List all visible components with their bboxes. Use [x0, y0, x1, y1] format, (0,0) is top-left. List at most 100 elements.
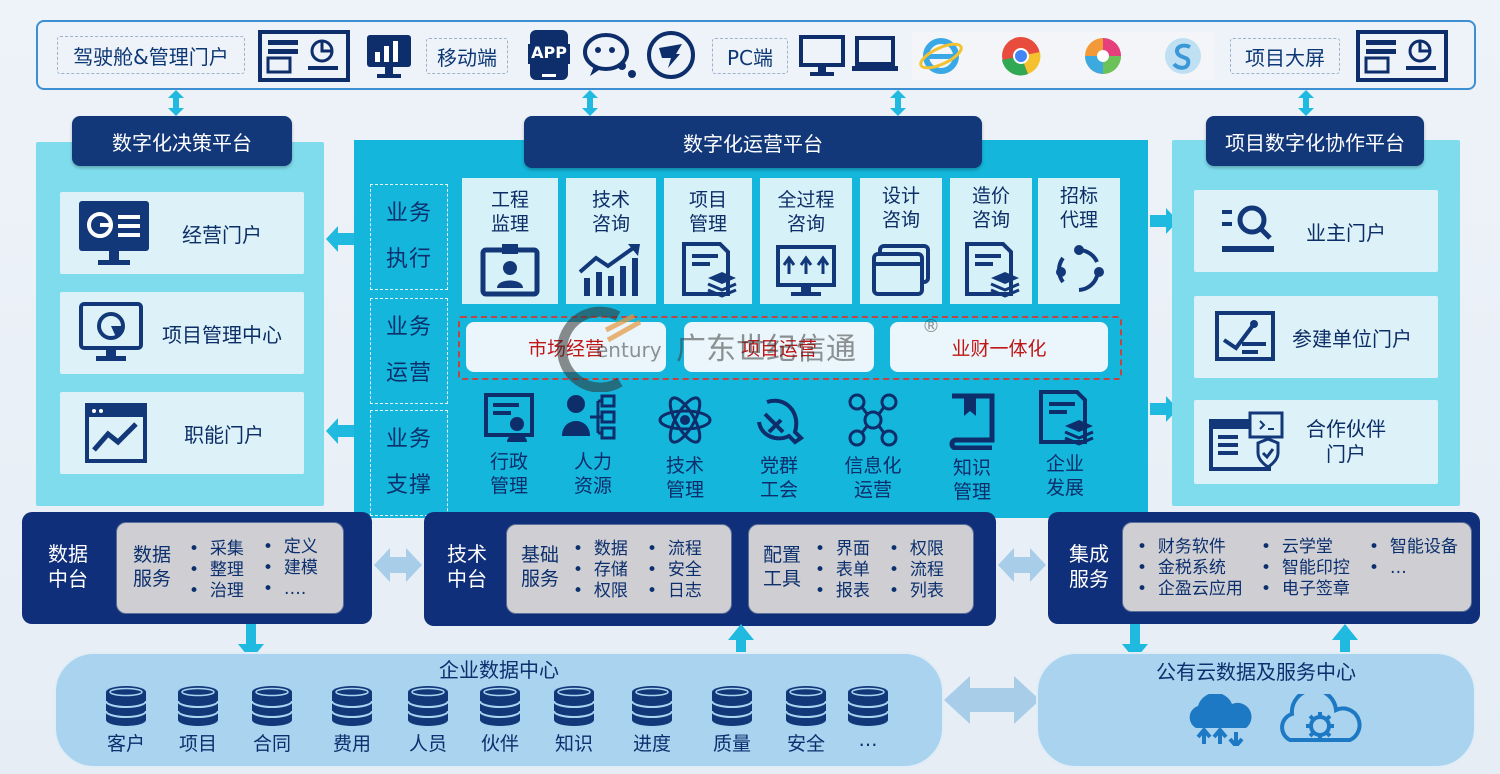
support-text: 党群 — [759, 455, 798, 477]
database-item[interactable]: 知识 — [548, 684, 600, 756]
support-text: 行政 — [489, 451, 528, 473]
operations-platform-title: 数字化运营平台 — [524, 116, 982, 168]
support-party[interactable]: 党群 工会 — [740, 392, 818, 502]
portal-partner[interactable]: 合作伙伴 门户 — [1194, 400, 1438, 484]
database-item[interactable]: 进度 — [626, 684, 678, 756]
card-text: 咨询 — [786, 213, 825, 235]
sogou-browser-icon — [1160, 34, 1206, 78]
portal-function[interactable]: 职能门户 — [60, 392, 304, 474]
card-text: 代理 — [1059, 209, 1098, 231]
database-icon — [407, 686, 449, 726]
database-label: … — [858, 729, 878, 751]
database-item[interactable]: 质量 — [706, 684, 758, 756]
bullet-list: • 定义 • 建模 • …. — [263, 537, 318, 599]
label-text: 数据 — [133, 544, 172, 566]
atom-icon — [658, 396, 712, 444]
support-text: 管理 — [952, 481, 991, 503]
portal-label: 职能门户 — [184, 422, 264, 447]
support-admin[interactable]: 行政 管理 — [468, 392, 550, 498]
ops-market[interactable]: 市场经营 — [466, 322, 666, 372]
list-item: 权限 — [909, 539, 944, 559]
card-project-management[interactable]: 项目 管理 — [664, 178, 752, 304]
portal-label: 合作伙伴 — [1306, 417, 1386, 441]
operations-row — [458, 316, 1122, 380]
document-stack-icon — [1039, 390, 1094, 446]
id-badge-icon — [480, 244, 540, 297]
portal-business[interactable]: 经营门户 — [60, 192, 304, 274]
support-tech[interactable]: 技术 管理 — [646, 392, 724, 502]
side-text: 业务 — [385, 201, 432, 226]
ops-finance[interactable]: 业财一体化 — [890, 322, 1108, 372]
portal-label: 经营门户 — [182, 222, 262, 247]
bullet-list: • 云学堂 • 智能印控 • 电子签章 — [1261, 537, 1350, 599]
card-text: 项目 — [688, 189, 727, 211]
window-stack-icon — [872, 244, 930, 296]
portal-label: 项目管理中心 — [162, 322, 282, 347]
database-item[interactable]: … — [842, 684, 894, 751]
cloud-gear-icon — [1280, 694, 1362, 742]
portal-label-group: 合作伙伴 门户 — [1306, 417, 1386, 467]
side-text: 执行 — [385, 247, 432, 272]
support-it[interactable]: 信息化 运营 — [834, 392, 912, 502]
mobile-label: 移动端 — [426, 38, 508, 74]
database-item[interactable]: 安全 — [780, 684, 832, 756]
card-tech-consulting[interactable]: 技术 咨询 — [566, 178, 656, 304]
card-full-process-consulting[interactable]: 全过程 咨询 — [760, 178, 852, 304]
title-text: 数据 — [48, 542, 88, 566]
database-item[interactable]: 客户 — [100, 684, 152, 756]
support-knowledge[interactable]: 知识 管理 — [932, 392, 1012, 504]
card-engineering-supervision[interactable]: 工程 监理 — [462, 178, 558, 304]
card-text: 咨询 — [591, 213, 630, 235]
database-item[interactable]: 费用 — [326, 684, 378, 756]
big-screen-dashboard-icon — [1356, 30, 1448, 82]
public-cloud-center — [1036, 652, 1476, 768]
label-text: 服务 — [521, 568, 560, 590]
database-item[interactable]: 项目 — [172, 684, 224, 756]
card-bidding-agency[interactable]: 招标 代理 — [1038, 178, 1120, 304]
database-label: 进度 — [632, 733, 671, 755]
bullet-list: • 财务软件 • 金税系统 • 企盈云应用 — [1137, 537, 1243, 599]
support-text: 信息化 — [844, 455, 902, 477]
card-text: 全过程 — [777, 189, 835, 211]
portal-project-center[interactable]: 项目管理中心 — [60, 292, 304, 374]
list-item: 流程 — [909, 560, 944, 580]
card-text: 招标 — [1059, 185, 1098, 207]
label-text: 配置 — [763, 544, 802, 566]
label-text: 基础 — [521, 544, 560, 566]
growth-chart-icon — [578, 244, 640, 296]
portal-label: 业主门户 — [1306, 220, 1386, 245]
cockpit-label: 驾驶舱&管理门户 — [57, 36, 245, 74]
support-text: 企业 — [1045, 453, 1084, 475]
list-item: 财务软件 — [1157, 537, 1226, 557]
portal-owner[interactable]: 业主门户 — [1194, 190, 1438, 272]
card-text: 监理 — [490, 213, 529, 235]
database-label: 合同 — [252, 733, 291, 755]
database-icon — [105, 686, 147, 726]
ie-browser-icon — [918, 34, 964, 78]
list-item: 存储 — [593, 560, 628, 580]
database-icon — [631, 686, 673, 726]
ops-project[interactable]: 项目运营 — [684, 322, 874, 372]
card-text: 咨询 — [971, 209, 1010, 231]
support-development[interactable]: 企业 发展 — [1024, 388, 1106, 500]
trend-window-icon — [1215, 311, 1275, 361]
database-item[interactable]: 伙伴 — [474, 684, 526, 756]
card-design-consulting[interactable]: 设计 咨询 — [860, 178, 942, 304]
monitor-pie-icon — [79, 302, 143, 361]
portal-participant[interactable]: 参建单位门户 — [1194, 296, 1438, 378]
support-hr[interactable]: 人力 资源 — [554, 392, 632, 498]
h-double-arrow — [998, 548, 1046, 582]
app-icon — [526, 28, 572, 82]
cycle-icon — [1056, 245, 1104, 292]
data-service-box: 数据 服务 • 采集 • 整理 • 治理 • 定义 • 建模 • …. — [116, 522, 344, 614]
database-item[interactable]: 人员 — [402, 684, 454, 756]
card-cost-consulting[interactable]: 造价 咨询 — [950, 178, 1032, 304]
side-text: 业务 — [385, 427, 432, 452]
list-item: 整理 — [209, 560, 244, 580]
bullet-list: • 智能设备 • … — [1369, 537, 1458, 578]
database-icon — [785, 686, 827, 726]
database-item[interactable]: 合同 — [246, 684, 298, 756]
support-text: 资源 — [573, 475, 612, 497]
network-nodes-icon — [848, 393, 898, 447]
connector-arrow — [890, 90, 906, 116]
